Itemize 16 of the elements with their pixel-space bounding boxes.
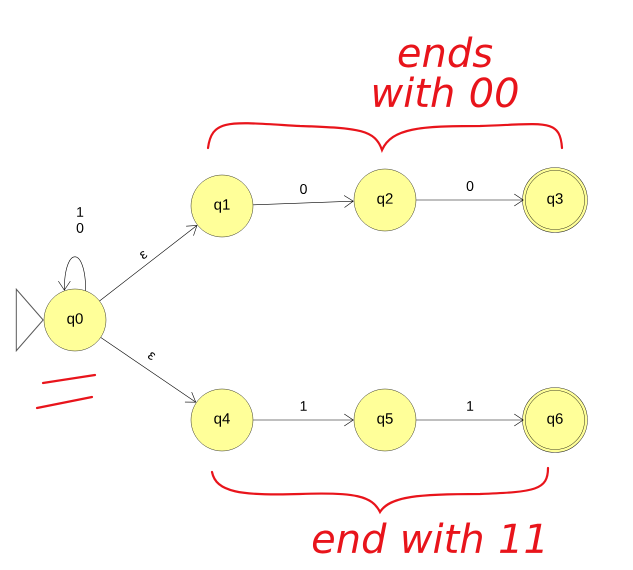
edge-label: 1	[465, 400, 475, 412]
edge-label: 1 0	[75, 206, 85, 234]
edge-label: 1	[298, 400, 308, 412]
arrow	[252, 414, 354, 426]
edge-label: ε	[145, 350, 158, 362]
handwritten-note: ends with 00	[374, 36, 518, 108]
edge-label: 0	[298, 183, 308, 195]
arrow	[252, 195, 354, 208]
edge-label: ε	[137, 248, 150, 262]
arrow	[99, 225, 198, 302]
arrow	[416, 414, 524, 426]
self-loop-arrow	[58, 256, 86, 291]
edge-label: 0	[465, 180, 475, 192]
handwritten-note: end with 11	[312, 522, 543, 554]
arrow	[416, 194, 524, 206]
arrow	[100, 337, 196, 402]
